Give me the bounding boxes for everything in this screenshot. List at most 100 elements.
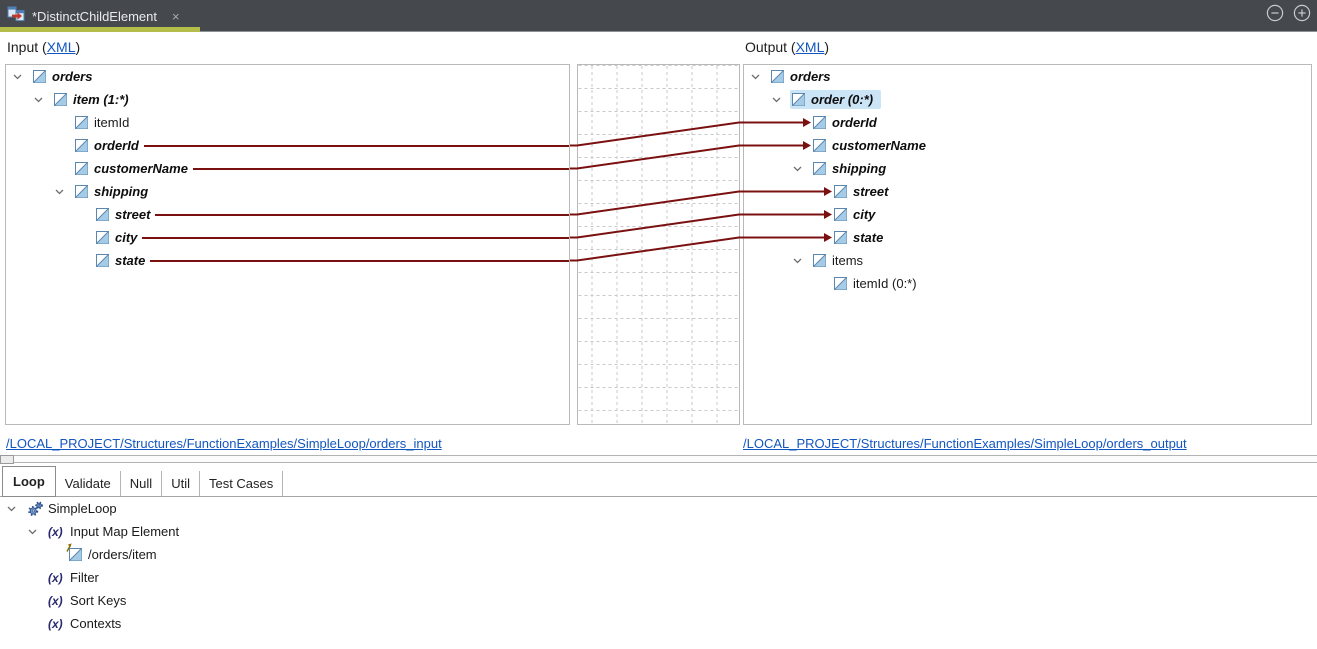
node-label: item (1:*) <box>73 92 129 107</box>
tab-test-cases[interactable]: Test Cases <box>200 471 284 496</box>
input-node-shipping[interactable]: shipping <box>6 180 569 203</box>
chevron-spacer <box>76 249 96 272</box>
chevron-down-icon[interactable] <box>751 65 771 88</box>
maximize-icon[interactable] <box>1293 4 1311 22</box>
active-tab-underline <box>0 27 200 32</box>
output-node-itemid[interactable]: itemId (0:*) <box>744 272 1311 295</box>
tab-util[interactable]: Util <box>162 471 200 496</box>
chevron-spacer <box>28 589 48 612</box>
chevron-down-icon[interactable] <box>34 88 54 111</box>
close-tab-icon[interactable]: × <box>172 8 180 24</box>
chevron-down-icon[interactable] <box>28 520 48 543</box>
minimize-icon[interactable] <box>1266 4 1284 22</box>
function-icon: (x) <box>48 616 63 631</box>
reference-arrow-icon <box>65 543 74 552</box>
tab-validate[interactable]: Validate <box>56 471 121 496</box>
node-label: Filter <box>70 570 99 585</box>
input-node-item[interactable]: item (1:*) <box>6 88 569 111</box>
node-label: orderId <box>94 138 139 153</box>
input-node-orders[interactable]: orders <box>6 65 569 88</box>
chevron-spacer <box>76 203 96 226</box>
node-label: city <box>115 230 138 245</box>
output-node-customername[interactable]: customerName <box>744 134 1311 157</box>
input-node-orderid[interactable]: orderId <box>6 134 569 157</box>
fn-node-input-map-element[interactable]: (x) Input Map Element <box>0 520 700 543</box>
output-node-orderid[interactable]: orderId <box>744 111 1311 134</box>
input-label-text: Input ( <box>7 39 47 55</box>
chevron-spacer <box>28 566 48 589</box>
output-node-items[interactable]: items <box>744 249 1311 272</box>
node-label: state <box>115 253 146 268</box>
chevron-spacer <box>814 180 834 203</box>
node-label: itemId (0:*) <box>853 276 917 291</box>
output-structure-path-link[interactable]: /LOCAL_PROJECT/Structures/FunctionExampl… <box>743 436 1187 451</box>
fn-node-simpleloop[interactable]: SimpleLoop <box>0 497 700 520</box>
node-label: customerName <box>94 161 188 176</box>
chevron-down-icon[interactable] <box>793 249 813 272</box>
fn-node-sort-keys[interactable]: (x) Sort Keys <box>0 589 700 612</box>
element-icon <box>813 139 826 152</box>
node-label: itemId <box>94 115 130 130</box>
element-reference-icon <box>66 543 82 561</box>
chevron-spacer <box>28 612 48 635</box>
mapping-line <box>150 259 569 262</box>
chevron-spacer <box>55 134 75 157</box>
input-node-customername[interactable]: customerName <box>6 157 569 180</box>
chevron-spacer <box>76 226 96 249</box>
output-label-suffix: ) <box>824 39 830 55</box>
chevron-spacer <box>814 226 834 249</box>
input-label-suffix: ) <box>75 39 81 55</box>
element-icon <box>834 208 847 221</box>
node-label: Sort Keys <box>70 593 127 608</box>
element-icon <box>834 277 847 290</box>
mapping-line <box>155 213 569 216</box>
horizontal-sash[interactable] <box>0 455 1317 464</box>
input-tree-panel: orders item (1:*) itemId orderId <box>5 64 570 425</box>
tab-loop[interactable]: Loop <box>2 466 56 497</box>
node-label: city <box>853 207 876 222</box>
element-icon <box>813 162 826 175</box>
editor-tab-distinctchildelement[interactable]: *DistinctChildElement × <box>0 0 200 32</box>
tab-null[interactable]: Null <box>121 471 163 496</box>
fn-node-filter[interactable]: (x) Filter <box>0 566 700 589</box>
input-node-state[interactable]: state <box>6 249 569 272</box>
chevron-down-icon[interactable] <box>772 88 792 111</box>
editor-tab-title: *DistinctChildElement <box>32 8 157 24</box>
output-node-street[interactable]: street <box>744 180 1311 203</box>
output-node-city[interactable]: city <box>744 203 1311 226</box>
node-label: street <box>853 184 889 199</box>
input-node-city[interactable]: city <box>6 226 569 249</box>
fn-node-contexts[interactable]: (x) Contexts <box>0 612 700 635</box>
input-node-itemid[interactable]: itemId <box>6 111 569 134</box>
sash-handle[interactable] <box>0 455 14 464</box>
node-label: order (0:*) <box>811 92 874 107</box>
element-icon <box>96 254 109 267</box>
function-icon: (x) <box>48 593 63 608</box>
output-label-text: Output ( <box>745 39 796 55</box>
element-icon <box>54 93 67 106</box>
input-structure-path-link[interactable]: /LOCAL_PROJECT/Structures/FunctionExampl… <box>6 436 442 451</box>
element-icon <box>813 254 826 267</box>
chevron-down-icon[interactable] <box>55 180 75 203</box>
mapping-line <box>142 236 569 239</box>
output-xml-link[interactable]: XML <box>795 39 825 55</box>
map-file-icon <box>7 6 25 27</box>
chevron-down-icon[interactable] <box>13 65 33 88</box>
element-icon <box>96 231 109 244</box>
input-node-street[interactable]: street <box>6 203 569 226</box>
node-label: Contexts <box>70 616 122 631</box>
output-node-order[interactable]: order (0:*) <box>744 88 1311 111</box>
output-node-shipping[interactable]: shipping <box>744 157 1311 180</box>
output-node-orders[interactable]: orders <box>744 65 1311 88</box>
editor-tab-bar: *DistinctChildElement × <box>0 0 1317 32</box>
chevron-down-icon[interactable] <box>7 497 27 520</box>
gears-icon <box>27 501 44 517</box>
output-node-state[interactable]: state <box>744 226 1311 249</box>
input-xml-link[interactable]: XML <box>46 39 76 55</box>
fn-node-orders-item[interactable]: /orders/item <box>0 543 700 566</box>
node-label: state <box>853 230 884 245</box>
node-label: orders <box>790 69 831 84</box>
chevron-down-icon[interactable] <box>793 157 813 180</box>
element-icon <box>813 116 826 129</box>
node-label: street <box>115 207 151 222</box>
